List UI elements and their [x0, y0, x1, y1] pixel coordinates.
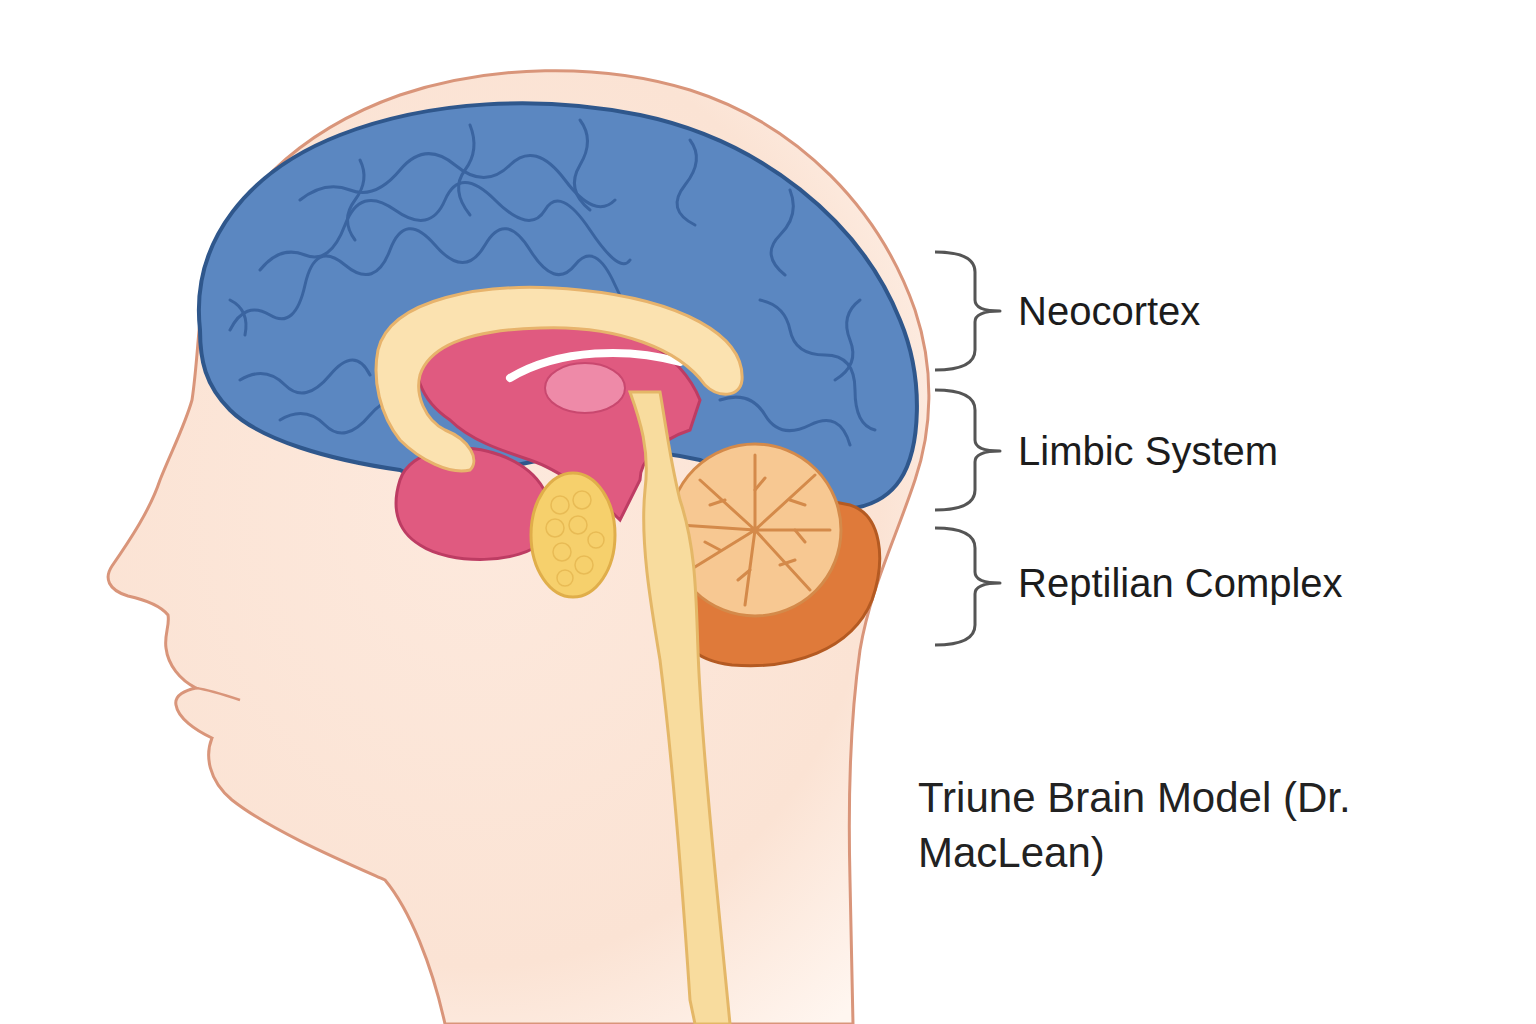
diagram-title: Triune Brain Model (Dr. MacLean) [918, 770, 1358, 881]
pons [531, 473, 615, 597]
brainstem [630, 392, 730, 1024]
label-brackets [935, 252, 1000, 645]
bracket [935, 252, 1000, 370]
thalamus [545, 363, 625, 413]
pons-texture [546, 491, 604, 586]
region-label: Limbic System [1018, 427, 1278, 475]
region-label: Neocortex [1018, 287, 1200, 335]
fornix [510, 353, 680, 378]
head-silhouette [108, 71, 929, 1024]
neocortex-gyri [230, 120, 875, 445]
bracket [935, 390, 1000, 510]
region-label: Reptilian Complex [1018, 559, 1343, 607]
corpus-callosum [376, 288, 742, 471]
bracket [935, 528, 1000, 645]
cerebellum-folia [680, 455, 830, 605]
face-detail [196, 688, 240, 700]
